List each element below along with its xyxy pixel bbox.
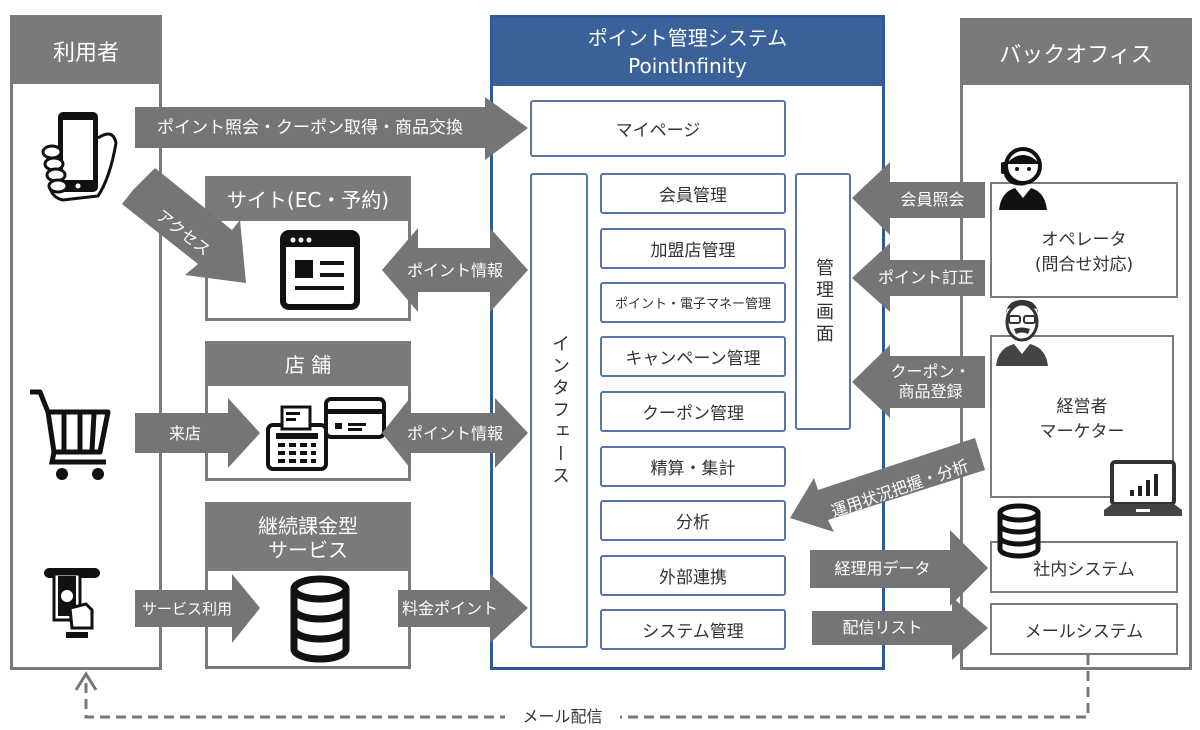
backoffice-header: バックオフィス <box>963 21 1189 85</box>
module-label: 精算・集計 <box>650 459 736 479</box>
users-panel-header: 利用者 <box>13 18 159 84</box>
marketer-label: マーケター <box>1039 421 1125 442</box>
operator-headset-icon <box>999 147 1047 210</box>
module-item[interactable]: キャンペーン管理 <box>600 336 786 377</box>
module-label: クーポン管理 <box>642 404 744 424</box>
delivery-list-label: 配信リスト <box>842 618 923 637</box>
interface-label: インタフェース <box>549 333 570 488</box>
member-inquiry-label: 会員照会 <box>900 190 965 209</box>
shopping-cart-icon <box>30 389 111 480</box>
subscription-title-line2: サービス <box>268 538 348 562</box>
module-item[interactable]: ポイント・電子マネー管理 <box>600 282 786 323</box>
point-system-header: ポイント管理システム PointInfinity <box>493 18 882 86</box>
accounting-data-label: 経理用データ <box>834 559 931 578</box>
pos-terminal-icon <box>266 397 386 471</box>
point-system-product-name: PointInfinity <box>628 54 747 78</box>
laptop-chart-icon <box>1104 460 1182 516</box>
module-item[interactable]: クーポン管理 <box>600 391 786 432</box>
users-panel-title: 利用者 <box>52 41 119 66</box>
module-label: システム管理 <box>642 622 744 642</box>
backoffice-title: バックオフィス <box>999 43 1153 68</box>
mypage-label: マイページ <box>615 121 701 141</box>
coupon-registration-line1: クーポン・ <box>890 362 971 381</box>
module-label: ポイント・電子マネー管理 <box>614 297 771 312</box>
internal-database-icon <box>997 503 1041 559</box>
module-label: キャンペーン管理 <box>625 349 761 369</box>
site-point-info-label: ポイント情報 <box>406 261 503 280</box>
manager-person-icon <box>996 300 1048 366</box>
coupon-registration-line2: 商品登録 <box>898 382 963 401</box>
point-inquiry-label: ポイント照会・クーポン取得・商品交換 <box>157 118 463 138</box>
service-use-label: サービス利用 <box>141 600 232 618</box>
coupon-registration-label: クーポン・ 商品登録 <box>878 360 983 404</box>
module-label: 外部連携 <box>659 568 727 588</box>
fee-point-label: 料金ポイント <box>401 599 498 618</box>
module-label: 分析 <box>676 513 710 533</box>
mail-system-label: メールシステム <box>1024 621 1144 642</box>
module-item[interactable]: 外部連携 <box>600 555 786 596</box>
store-header: 店 舗 <box>208 344 408 386</box>
subscription-header: 継続課金型 サービス <box>208 505 408 571</box>
point-correction-label: ポイント訂正 <box>877 268 974 287</box>
store-title: 店 舗 <box>284 353 332 377</box>
module-item[interactable]: システム管理 <box>600 609 786 650</box>
smartphone-hand-icon <box>41 112 118 202</box>
mail-delivery-label: メール配信 <box>522 707 603 726</box>
visit-store-label: 来店 <box>168 424 201 443</box>
internal-system-label: 社内システム <box>1033 559 1135 580</box>
module-item[interactable]: 会員管理 <box>600 173 786 214</box>
interface-module[interactable]: インタフェース <box>530 173 588 648</box>
manager-label: 経営者 <box>1056 396 1108 417</box>
subscription-title-line1: 継続課金型 <box>258 514 358 538</box>
mypage-module[interactable]: マイページ <box>530 100 786 157</box>
module-label: 会員管理 <box>659 186 727 206</box>
point-system-title: ポイント管理システム <box>587 26 788 50</box>
site-header: サイト(EC・予約) <box>208 179 408 221</box>
database-icon <box>290 575 350 663</box>
module-label: 加盟店管理 <box>650 241 736 261</box>
mail-system-box: メールシステム <box>990 603 1178 655</box>
admin-screen-label: 管理画面 <box>813 257 834 346</box>
store-point-info-label: ポイント情報 <box>406 424 503 443</box>
site-title: サイト(EC・予約) <box>226 188 390 212</box>
card-payment-icon <box>44 568 100 638</box>
operator-role: (問合せ対応) <box>1034 255 1134 275</box>
module-item[interactable]: 分析 <box>600 500 786 541</box>
mail-delivery-arrowhead <box>74 671 98 691</box>
module-item[interactable]: 加盟店管理 <box>600 228 786 269</box>
operator-label: オペレータ <box>1041 230 1127 250</box>
browser-window-icon <box>280 230 360 310</box>
admin-screen-module[interactable]: 管理画面 <box>795 173 851 430</box>
module-item[interactable]: 精算・集計 <box>600 446 786 487</box>
